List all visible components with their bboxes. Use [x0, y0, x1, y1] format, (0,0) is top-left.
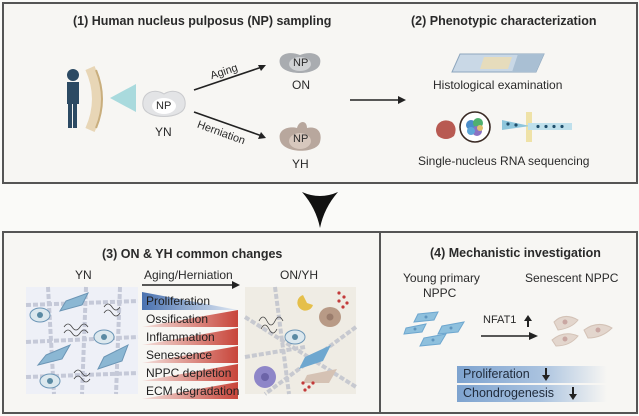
change-proliferation: Proliferation	[142, 292, 238, 310]
change-ossification: Ossification	[142, 310, 238, 328]
yn-label: YN	[155, 125, 172, 139]
increase-wedge	[142, 382, 238, 399]
on-label: ON	[292, 78, 310, 92]
changes-list: Proliferation Ossification Inflammation …	[142, 292, 240, 400]
down-arrow-icon	[542, 368, 550, 381]
top-panel	[2, 2, 638, 184]
outcome-bar	[457, 366, 607, 383]
aging-herniation-arrow	[142, 281, 240, 289]
herniation-arrow	[193, 111, 266, 139]
to-characterization-arrow	[350, 96, 406, 104]
yh-disc-np-label: NP	[293, 133, 309, 145]
magnify-beam-icon	[110, 84, 136, 112]
person-icon	[67, 69, 79, 128]
change-label: Senescence	[146, 348, 213, 362]
change-inflammation: Inflammation	[142, 328, 238, 346]
young-nppc-label-line1: Young primary	[403, 271, 480, 285]
decrease-wedge	[142, 292, 238, 310]
increase-wedge	[142, 346, 238, 363]
nfat1-up-arrow-icon	[524, 315, 532, 327]
change-label: ECM degradation	[146, 384, 240, 398]
outcome-proliferation: Proliferation	[457, 366, 627, 383]
panel-divider	[379, 232, 381, 413]
panel3-onyh-label: ON/YH	[280, 268, 319, 282]
senescence-arrow	[481, 332, 538, 340]
outcome-chondrogenesis: Chondrogenesis	[457, 385, 627, 402]
yn-disc-np-label: NP	[156, 100, 172, 112]
tissue-icon	[436, 120, 456, 139]
change-nppc-depletion: NPPC depletion	[142, 364, 238, 382]
panel3-arrow-label: Aging/Herniation	[144, 268, 233, 282]
microfluidic-sequencing-icon	[502, 112, 572, 142]
panel1-title: (1) Human nucleus pulposus (NP) sampling	[73, 14, 332, 28]
change-label: Inflammation	[146, 330, 215, 344]
young-nppc-cells-icon	[403, 311, 465, 347]
change-label: Ossification	[146, 312, 209, 326]
panel2-title: (2) Phenotypic characterization	[411, 14, 597, 28]
nucleus-droplet-icon	[459, 111, 491, 143]
panel3-yn-label: YN	[75, 268, 92, 282]
nfat1-label: NFAT1	[483, 314, 517, 326]
panel3-title: (3) ON & YH common changes	[102, 247, 283, 261]
histology-label: Histological examination	[433, 78, 563, 92]
panel4-title: (4) Mechanistic investigation	[430, 246, 601, 260]
histology-slide-icon	[451, 53, 545, 73]
aging-arrow	[193, 65, 266, 91]
outcome-label: Chondrogenesis	[463, 386, 555, 400]
increase-wedge	[142, 364, 238, 381]
change-label: Proliferation	[146, 294, 211, 308]
flow-down-arrowhead	[302, 192, 338, 228]
increase-wedge	[142, 328, 238, 345]
on-disc-np-label: NP	[293, 57, 309, 69]
senescent-nppc-label: Senescent NPPC	[525, 271, 619, 285]
outcome-bar	[457, 385, 607, 402]
change-senescence: Senescence	[142, 346, 238, 364]
yn-disc-icon	[142, 90, 186, 117]
increase-wedge	[142, 310, 238, 327]
change-label: NPPC depletion	[146, 366, 232, 380]
onyh-tissue-illustration	[243, 286, 358, 396]
outcome-label: Proliferation	[463, 367, 530, 381]
yh-disc-icon	[279, 122, 321, 151]
spine-icon	[85, 65, 103, 133]
yn-tissue-illustration	[25, 286, 139, 395]
down-arrow-icon	[569, 387, 577, 400]
senescent-nppc-cells-icon	[551, 316, 613, 347]
change-ecm-degradation: ECM degradation	[142, 382, 240, 400]
young-nppc-label-line2: NPPC	[423, 286, 457, 300]
yh-label: YH	[292, 157, 309, 171]
on-disc-icon	[279, 53, 321, 73]
snrna-label: Single-nucleus RNA sequencing	[418, 154, 590, 168]
